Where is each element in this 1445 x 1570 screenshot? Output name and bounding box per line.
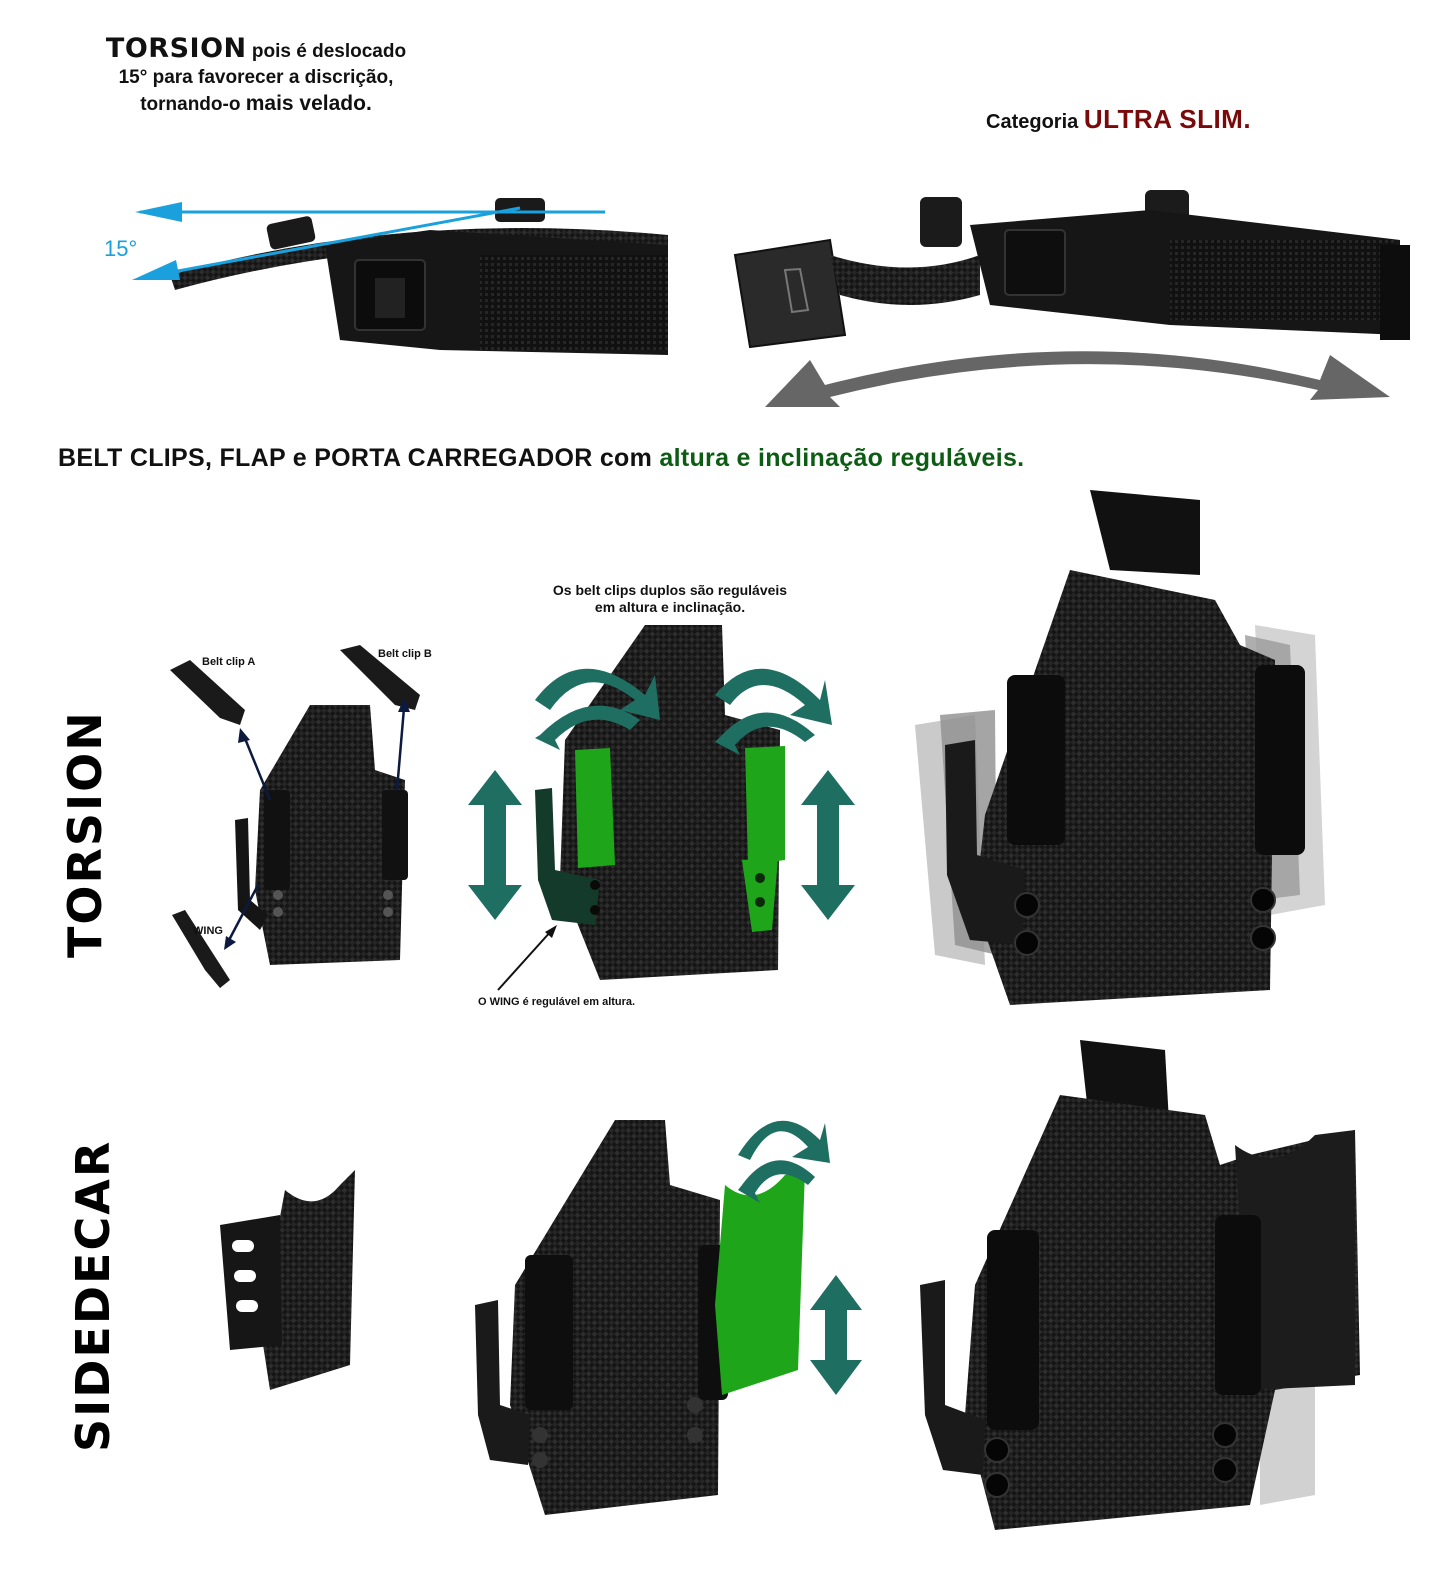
belt-clip-a-label: Belt clip A	[202, 656, 256, 668]
torsion-large-photo	[915, 490, 1325, 1005]
torsion-intro-line3-prefix: tornando-o	[140, 94, 241, 115]
sidecar-adjustable-photo	[475, 1120, 862, 1515]
headline-highlight: altura e inclinação reguláveis.	[659, 444, 1025, 472]
torsion-exploded-photo	[170, 645, 420, 988]
category-label: Categoria ULTRA SLIM.	[986, 104, 1251, 135]
angle-label: 15°	[104, 236, 137, 261]
belt-clips-note: Os belt clips duplos são reguláveis em a…	[510, 582, 830, 616]
sidecar-large-photo	[920, 1040, 1360, 1530]
belt-clip-b-label: Belt clip B	[378, 648, 432, 660]
sidecar-section-label: SIDEDECAR	[66, 1139, 120, 1452]
torsion-section-label: TORSION	[58, 710, 112, 958]
torsion-intro-text: TORSION pois é deslocado 15° para favore…	[66, 33, 446, 118]
headline-main: BELT CLIPS, FLAP e PORTA CARREGADOR com	[58, 444, 653, 472]
torsion-intro-line3-end: .	[365, 92, 372, 115]
torsion-intro-line1: pois é deslocado	[251, 41, 407, 62]
belt-clips-note-line2: em altura e inclinação.	[594, 599, 746, 615]
ultra-slim-photo	[733, 190, 1410, 407]
torsion-adjustable-photo	[468, 625, 855, 991]
torsion-angle-photo: 15°	[104, 198, 668, 355]
wing-note: O WING é regulável em altura.	[478, 996, 636, 1008]
category-value: ULTRA SLIM.	[1083, 104, 1252, 134]
category-prefix: Categoria	[986, 111, 1079, 133]
torsion-intro-line2: 15° para favorecer a discrição,	[118, 67, 394, 88]
belt-clips-headline: BELT CLIPS, FLAP e PORTA CARREGADOR com …	[58, 444, 1024, 473]
torsion-title-word: TORSION	[105, 33, 247, 64]
torsion-intro-line3-emph: mais velado	[245, 92, 366, 115]
sidecar-mag-carrier-photo	[220, 1170, 355, 1390]
wing-label: WING	[193, 925, 223, 937]
belt-clips-note-line1: Os belt clips duplos são reguláveis	[552, 582, 788, 598]
